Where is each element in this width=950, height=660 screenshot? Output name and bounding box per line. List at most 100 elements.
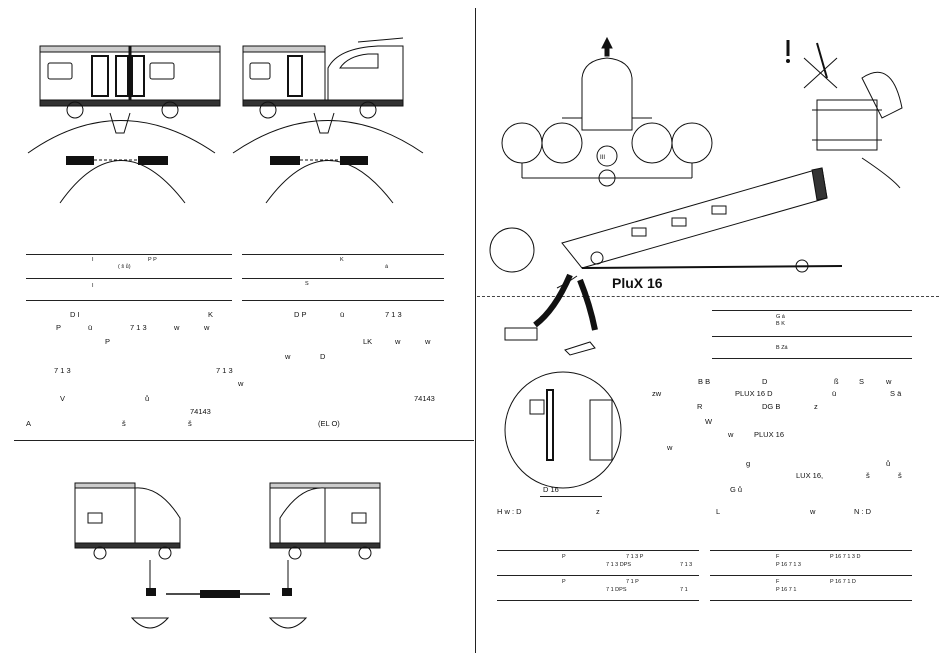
left-table-rule-1 — [26, 254, 232, 255]
lt-l5b: 7 1 3 — [216, 366, 233, 375]
lt-c2r1-b: á — [385, 264, 389, 270]
rt-rule-1 — [712, 310, 912, 311]
lt-c1r1-c: ( š ů) — [118, 264, 131, 270]
bottom-heading-right: L — [716, 507, 721, 516]
lt-l3b: LK — [363, 337, 373, 346]
lt-l2d: w — [174, 323, 180, 332]
lt-l2a: P — [56, 323, 62, 332]
bt-right-rule-3 — [710, 600, 912, 601]
bt-r2c: P 16 7 1 — [776, 587, 797, 593]
rtx-r7b: ů — [886, 459, 891, 468]
rtx-r6a: w — [667, 443, 673, 452]
rtx-r1d: ß — [834, 377, 839, 386]
bt-l2a: P — [562, 579, 566, 585]
bottom-heading-right-3: N : D — [854, 507, 872, 516]
lt-l1c: D P — [294, 310, 307, 319]
rt-r1b: B K — [776, 321, 785, 327]
bottom-heading-left-2: z — [596, 507, 600, 516]
bt-right-rule-2 — [710, 575, 912, 576]
rtx-r2c: S ä — [890, 389, 902, 398]
rtx-r3c: z — [814, 402, 818, 411]
rtx-r1e: S — [859, 377, 865, 386]
bottom-heading-right-2: w — [810, 507, 816, 516]
rtx-r1f: w — [886, 377, 892, 386]
lt-c1r1-a: I — [92, 257, 94, 263]
bt-l1c: 7 1 3 DPS — [606, 562, 632, 568]
left-table-rule-3 — [26, 300, 232, 301]
bt-left-rule-1 — [497, 550, 699, 551]
lt-c2r1-a: K — [340, 257, 344, 263]
lt-l8a: 74143 — [190, 407, 211, 416]
lt-c1r1-b: P P — [148, 257, 157, 263]
lt-l5a: 7 1 3 — [54, 366, 71, 375]
lt-l9b: š — [122, 419, 126, 428]
bt-left-rule-3 — [497, 600, 699, 601]
lt-l3c: w — [395, 337, 401, 346]
rt-r2: B Zá — [776, 345, 788, 351]
rtx-r1c: D — [762, 377, 768, 386]
bt-r2a: F — [776, 579, 780, 585]
decoder-caption-underline — [540, 496, 602, 497]
lt-l1b: K — [208, 310, 214, 319]
rtx-r2b: ü — [832, 389, 837, 398]
mark-iii: III — [600, 155, 605, 161]
rtx-r4a: W — [705, 417, 713, 426]
lt-l9a: A — [26, 419, 32, 428]
bt-left-rule-2 — [497, 575, 699, 576]
left-table-rule-4 — [242, 254, 444, 255]
rtx-r1a: zw — [652, 389, 662, 398]
decoder-detail-illustration — [495, 270, 635, 495]
lt-l1a: D I — [70, 310, 80, 319]
lt-l1d: ü — [340, 310, 345, 319]
rtx-r2a: PLUX 16 D — [735, 389, 773, 398]
bt-r1b: P 16 7 1 3 D — [830, 554, 861, 560]
locomotive-coupling-illustration — [228, 38, 438, 203]
rtx-r8a: LUX 16, — [796, 471, 824, 480]
plux-label: PluX 16 — [612, 275, 663, 291]
coupler-exchange-illustration — [70, 478, 390, 646]
rtx-r5b: PLUX 16 — [754, 430, 785, 439]
decoder-orientation-illustration: III — [492, 38, 752, 188]
decoder-warning-illustration — [782, 38, 912, 188]
lt-l2b: ü — [88, 323, 93, 332]
center-divider — [475, 8, 476, 653]
lt-l7a: V — [60, 394, 66, 403]
bt-l2c: 7 1 DPS — [606, 587, 627, 593]
lt-c1r2: I — [92, 283, 94, 289]
rtx-r3b: DG B — [762, 402, 781, 411]
rtx-r8c: š — [898, 471, 902, 480]
bt-r1a: F — [776, 554, 780, 560]
bt-r1c: P 16 7 1 3 — [776, 562, 801, 568]
left-table-rule-5 — [242, 278, 444, 279]
rtx-r5a: w — [728, 430, 734, 439]
rtx-r7a: g — [746, 459, 751, 468]
lt-c2r2: S — [305, 281, 309, 287]
bt-l2d: 7 1 — [680, 587, 688, 593]
bt-l2b: 7 1 P — [626, 579, 639, 585]
lt-l4b: D — [320, 352, 326, 361]
bt-l1a: P — [562, 554, 566, 560]
rt-rule-2 — [712, 336, 912, 337]
lt-l2e: w — [204, 323, 210, 332]
rtx-r3a: R — [697, 402, 703, 411]
bt-r2b: P 16 7 1 D — [830, 579, 856, 585]
lt-l2c: 7 1 3 — [130, 323, 147, 332]
lt-l7c: 74143 — [414, 394, 435, 403]
left-table-rule-2 — [26, 278, 232, 279]
lt-l1e: 7 1 3 — [385, 310, 402, 319]
lt-l7b: ů — [145, 394, 150, 403]
lt-l9c: š — [188, 419, 192, 428]
lt-l3d: w — [425, 337, 431, 346]
coach-coupling-illustration — [20, 38, 220, 203]
right-cut-line — [477, 296, 939, 297]
bt-right-rule-1 — [710, 550, 912, 551]
lt-l3a: P — [105, 337, 111, 346]
lt-l9d: (EL O) — [318, 419, 340, 428]
coach-diagonal-illustration — [482, 158, 852, 293]
lt-l6a: w — [238, 379, 244, 388]
rt-r1a: G á — [776, 314, 785, 320]
bottom-heading-left: H w : D — [497, 507, 522, 516]
rt-rule-3 — [712, 358, 912, 359]
bt-l1d: 7 1 3 — [680, 562, 693, 568]
lt-l4a: w — [285, 352, 291, 361]
